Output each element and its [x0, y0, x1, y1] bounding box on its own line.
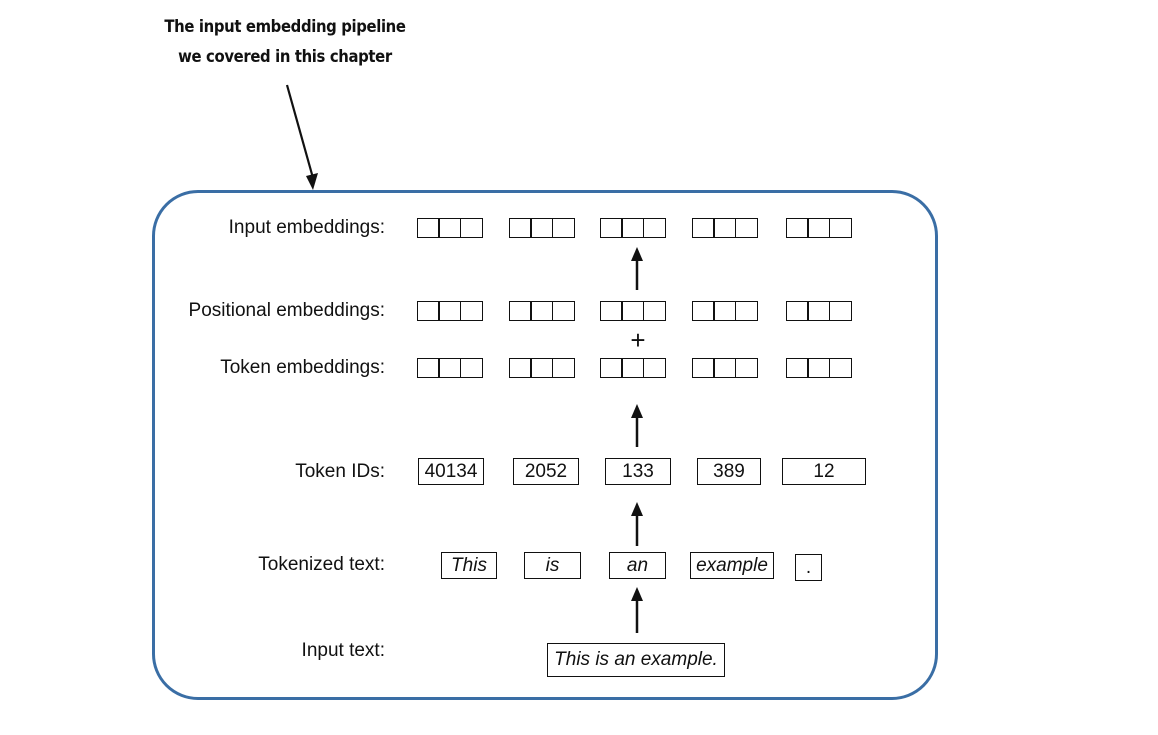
embedding-cell	[417, 301, 440, 321]
arrow-tokens-to-ids	[631, 502, 643, 546]
embedding-cell	[807, 218, 831, 238]
embedding-cell	[786, 358, 809, 378]
arrow-input-to-tokens	[631, 587, 643, 633]
token-id-box: 389	[697, 458, 761, 485]
embedding-cell	[551, 358, 575, 378]
embedding-cell	[692, 301, 715, 321]
embedding-cell	[459, 218, 483, 238]
token-embedding-vector	[692, 358, 758, 378]
token-embeddings-label: Token embeddings:	[220, 357, 385, 378]
input-embedding-vector	[692, 218, 758, 238]
input-embedding-vector	[417, 218, 483, 238]
token-id-box: 12	[782, 458, 866, 485]
embedding-cell	[600, 301, 623, 321]
caption-pointer-arrow	[285, 84, 318, 190]
embedding-cell	[438, 218, 462, 238]
pipeline-frame	[152, 190, 938, 700]
embedding-cell	[713, 358, 737, 378]
token-embedding-vector	[786, 358, 852, 378]
embedding-cell	[551, 218, 575, 238]
input-embedding-vector	[509, 218, 575, 238]
input-embeddings-label: Input embeddings:	[228, 217, 385, 238]
embedding-cell	[786, 301, 809, 321]
embedding-cell	[642, 218, 666, 238]
embedding-cell	[692, 358, 715, 378]
embedding-cell	[713, 218, 737, 238]
embedding-cell	[621, 358, 645, 378]
embedding-cell	[438, 301, 462, 321]
embedding-cell	[828, 358, 852, 378]
embedding-cell	[600, 218, 623, 238]
embedding-cell	[734, 358, 758, 378]
embedding-cell	[734, 218, 758, 238]
embedding-cell	[459, 358, 483, 378]
embedding-cell	[509, 358, 532, 378]
embedding-cell	[530, 218, 554, 238]
token-id-box: 133	[605, 458, 671, 485]
embedding-cell	[642, 301, 666, 321]
plus-sign: +	[630, 325, 646, 355]
token-id-box: 40134	[418, 458, 484, 485]
embedding-cell	[786, 218, 809, 238]
embedding-cell	[509, 218, 532, 238]
input-embedding-vector	[786, 218, 852, 238]
embedding-cell	[828, 218, 852, 238]
tokenized-text-label: Tokenized text:	[258, 554, 385, 575]
embedding-cell	[417, 218, 440, 238]
embedding-cell	[459, 301, 483, 321]
input-text-label: Input text:	[301, 640, 385, 661]
embedding-cell	[417, 358, 440, 378]
positional-embedding-vector	[417, 301, 483, 321]
embedding-cell	[807, 358, 831, 378]
embedding-cell	[438, 358, 462, 378]
caption-line-1: The input embedding pipeline	[164, 17, 406, 36]
embedding-cell	[621, 301, 645, 321]
token-embedding-vector	[600, 358, 666, 378]
input-embedding-vector	[600, 218, 666, 238]
embedding-cell	[692, 218, 715, 238]
token-ids-label: Token IDs:	[295, 461, 385, 482]
embedding-cell	[807, 301, 831, 321]
embedding-cell	[734, 301, 758, 321]
positional-embedding-vector	[786, 301, 852, 321]
token-box: an	[609, 552, 666, 579]
embedding-cell	[530, 301, 554, 321]
embedding-cell	[509, 301, 532, 321]
arrow-ids-to-token-embeddings	[631, 404, 643, 447]
embedding-cell	[621, 218, 645, 238]
token-embedding-vector	[509, 358, 575, 378]
caption-line-2: we covered in this chapter	[178, 47, 392, 66]
embedding-cell	[600, 358, 623, 378]
token-id-box: 2052	[513, 458, 579, 485]
token-box: This	[441, 552, 497, 579]
embedding-cell	[551, 301, 575, 321]
positional-embedding-vector	[600, 301, 666, 321]
arrow-to-input-embeddings	[631, 247, 643, 290]
input-text-box: This is an example.	[547, 643, 725, 677]
token-embedding-vector	[417, 358, 483, 378]
token-box: .	[795, 554, 822, 581]
token-box: example	[690, 552, 774, 579]
embedding-cell	[828, 301, 852, 321]
positional-embeddings-label: Positional embeddings:	[188, 300, 385, 321]
embedding-cell	[530, 358, 554, 378]
positional-embedding-vector	[509, 301, 575, 321]
pipeline-caption: The input embedding pipeline we covered …	[164, 12, 407, 72]
embedding-cell	[642, 358, 666, 378]
token-box: is	[524, 552, 581, 579]
embedding-cell	[713, 301, 737, 321]
positional-embedding-vector	[692, 301, 758, 321]
